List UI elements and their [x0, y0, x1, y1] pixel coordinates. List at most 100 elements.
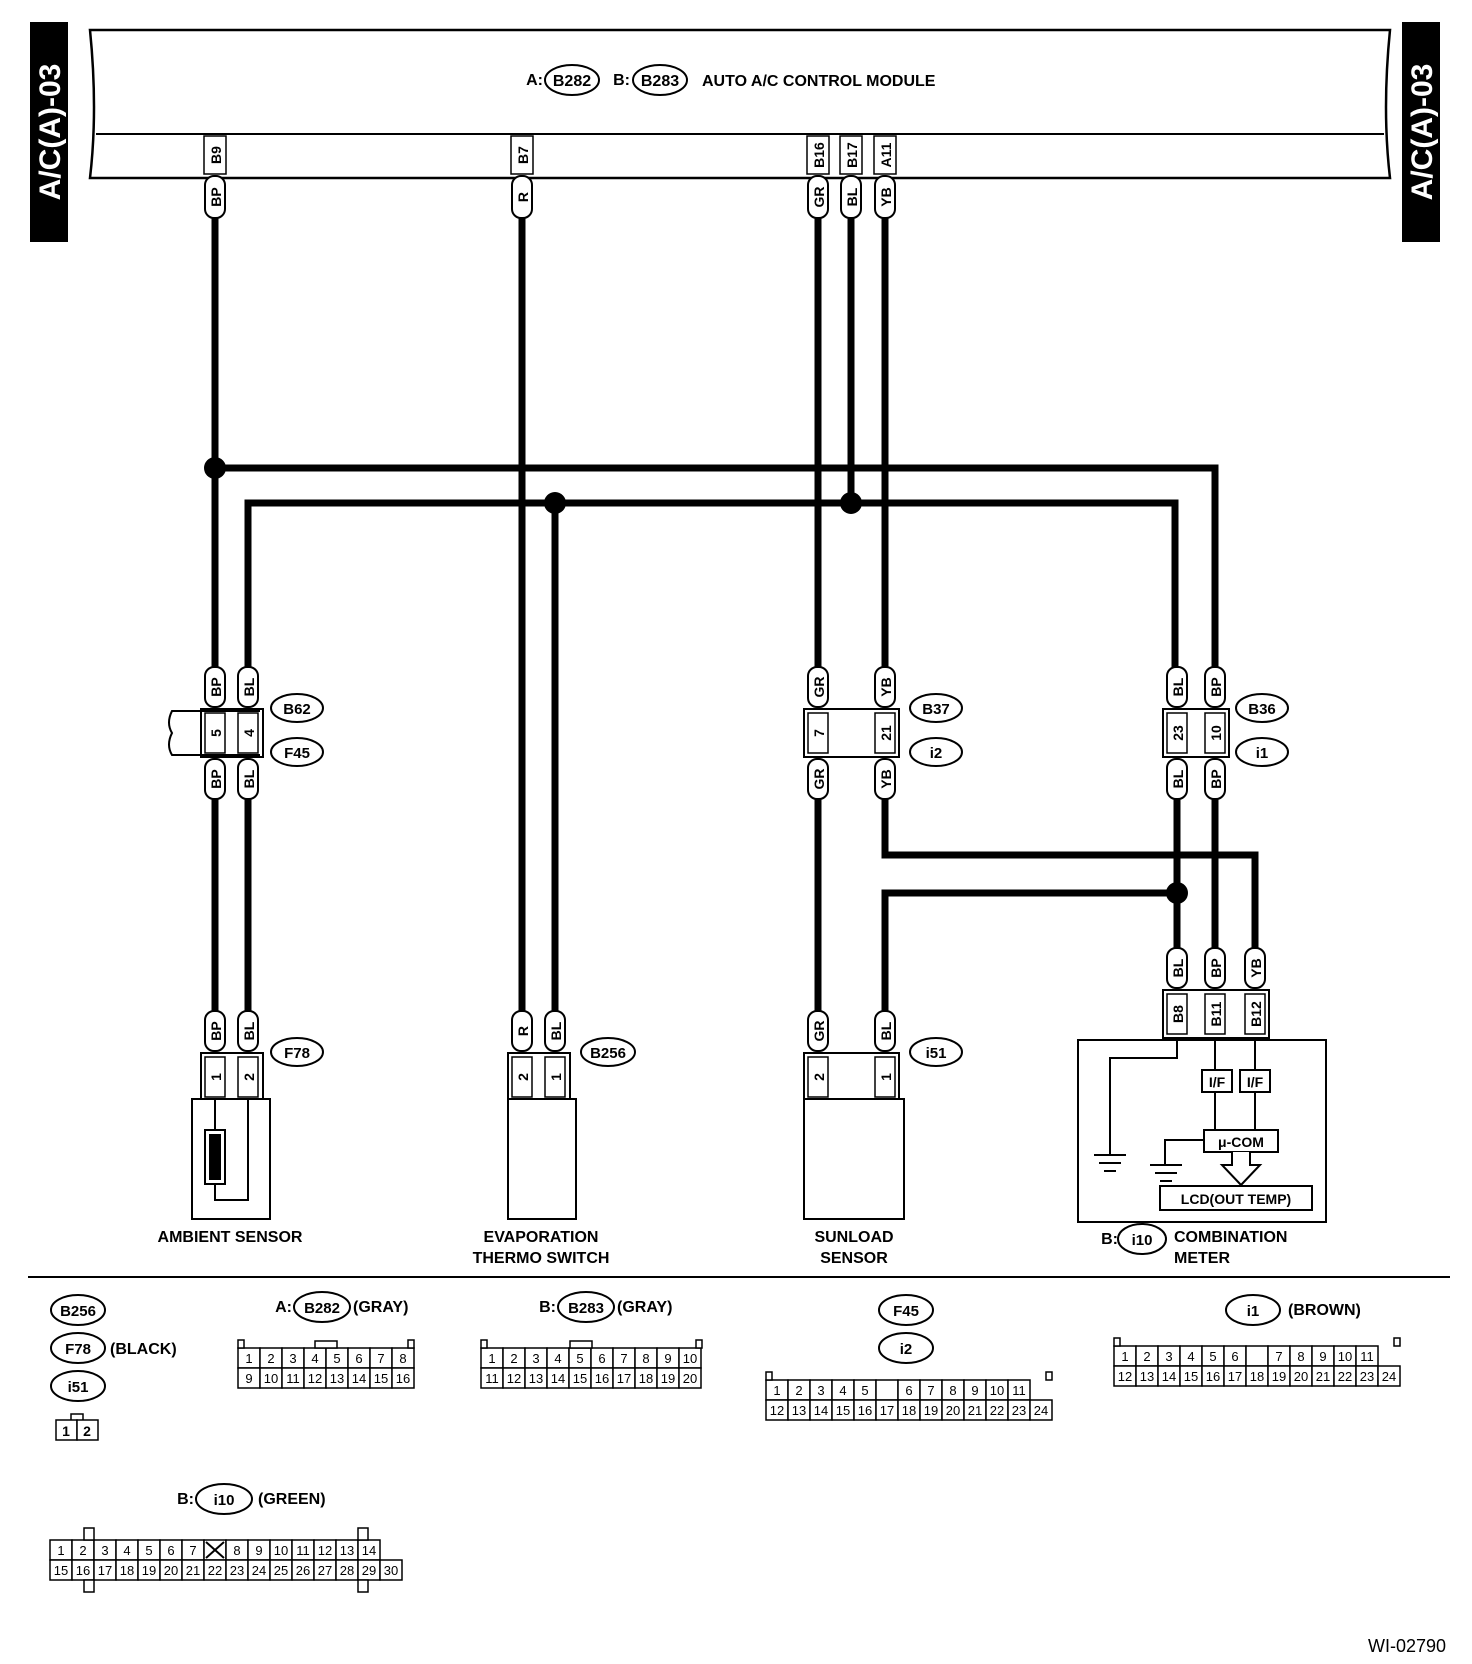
pin-label: 13 [340, 1543, 354, 1558]
pin-label: 19 [924, 1403, 938, 1418]
svg-text:THERMO SWITCH: THERMO SWITCH [473, 1250, 610, 1267]
svg-text:1: 1 [62, 1423, 70, 1439]
svg-text:2: 2 [241, 1073, 257, 1081]
pin-label: 4 [1187, 1349, 1194, 1364]
ground-icon [1150, 1164, 1182, 1182]
pin-label: 14 [362, 1543, 376, 1558]
svg-text:A/C(A)-03: A/C(A)-03 [34, 64, 67, 201]
svg-text:1: 1 [208, 1073, 224, 1081]
ground-icon [1094, 1154, 1126, 1172]
svg-text:1: 1 [548, 1073, 564, 1081]
svg-text:BL: BL [241, 1021, 257, 1040]
svg-text:B62: B62 [283, 701, 311, 718]
pin-label: 12 [1118, 1369, 1132, 1384]
pin-label: 18 [639, 1371, 653, 1386]
pin-label: 8 [233, 1543, 240, 1558]
svg-text:(BROWN): (BROWN) [1288, 1302, 1361, 1319]
pin-label: 16 [76, 1563, 90, 1578]
tag-b283 [632, 64, 688, 96]
svg-text:2: 2 [83, 1423, 91, 1439]
svg-text:B256: B256 [60, 1303, 96, 1320]
pin-label: 3 [289, 1351, 296, 1366]
svg-text:i1: i1 [1247, 1303, 1260, 1320]
pin-label: 5 [145, 1543, 152, 1558]
pin-label: 14 [352, 1371, 366, 1386]
pin-label: 16 [1206, 1369, 1220, 1384]
pin-label: 29 [362, 1563, 376, 1578]
svg-text:B7: B7 [515, 146, 531, 164]
svg-text:GR: GR [811, 1021, 827, 1042]
svg-text:B:: B: [539, 1299, 556, 1316]
pin-label: 5 [1209, 1349, 1216, 1364]
svg-text:GR: GR [811, 187, 827, 208]
pin-label: 1 [57, 1543, 64, 1558]
pin-label: 8 [642, 1351, 649, 1366]
svg-text:2: 2 [811, 1073, 827, 1081]
svg-text:(GRAY): (GRAY) [353, 1299, 408, 1316]
svg-text:GR: GR [811, 769, 827, 790]
connector-key [314, 1340, 338, 1349]
connector-key [407, 1339, 415, 1349]
svg-text:R: R [515, 192, 531, 202]
svg-text:5: 5 [208, 729, 224, 737]
pin-label: 25 [274, 1563, 288, 1578]
pin-label: 6 [355, 1351, 362, 1366]
pin-label: 22 [208, 1563, 222, 1578]
connector-key [1113, 1337, 1121, 1347]
svg-text:YB: YB [878, 677, 894, 696]
svg-text:METER: METER [1174, 1250, 1230, 1267]
pin-label: 23 [1360, 1369, 1374, 1384]
pin-label: 27 [318, 1563, 332, 1578]
pin-label: 20 [683, 1371, 697, 1386]
combination-meter: BL BP YB B8 B11 B12 I/F I/F μ-COM L [1077, 947, 1327, 1267]
pin-label: 7 [620, 1351, 627, 1366]
svg-text:B:: B: [1101, 1231, 1118, 1248]
svg-text:YB: YB [878, 187, 894, 206]
pin-label: 17 [880, 1403, 894, 1418]
pin-label: 14 [1162, 1369, 1176, 1384]
pin-label: 5 [861, 1383, 868, 1398]
svg-text:BP: BP [208, 1021, 224, 1040]
svg-text:F45: F45 [284, 745, 310, 762]
wiring [204, 210, 1259, 1016]
pin-label: 11 [286, 1371, 300, 1386]
pin-label: 14 [551, 1371, 565, 1386]
pin-label: 2 [795, 1383, 802, 1398]
svg-text:YB: YB [878, 769, 894, 788]
pin-label: 2 [1143, 1349, 1150, 1364]
pin-label: 15 [1184, 1369, 1198, 1384]
svg-text:I/F: I/F [1209, 1074, 1226, 1090]
pin-label: 12 [770, 1403, 784, 1418]
pin-label: 8 [1297, 1349, 1304, 1364]
svg-text:BL: BL [1170, 958, 1186, 977]
pin-label: 1 [245, 1351, 252, 1366]
svg-text:B282: B282 [553, 73, 591, 90]
pin-label: 4 [123, 1543, 130, 1558]
pin-cell [1029, 1399, 1053, 1421]
pin-label: 2 [267, 1351, 274, 1366]
pin-label: 13 [1140, 1369, 1154, 1384]
svg-text:BP: BP [208, 677, 224, 696]
pin-label: 21 [186, 1563, 200, 1578]
pin-label: 1 [773, 1383, 780, 1398]
pin-label: 16 [595, 1371, 609, 1386]
svg-text:YB: YB [1248, 958, 1264, 977]
pin-label: 3 [1165, 1349, 1172, 1364]
svg-text:7: 7 [811, 729, 827, 737]
svg-text:23: 23 [1170, 725, 1186, 741]
pin-label: 10 [274, 1543, 288, 1558]
connector-key [695, 1339, 703, 1349]
module-title: AUTO A/C CONTROL MODULE [702, 73, 936, 90]
svg-text:BL: BL [241, 769, 257, 788]
pin-label: 4 [554, 1351, 561, 1366]
module-prefix-b: B: [613, 72, 630, 89]
pin-label: 18 [902, 1403, 916, 1418]
svg-text:21: 21 [878, 725, 894, 741]
svg-text:B283: B283 [568, 1300, 604, 1317]
pin-label: 9 [1319, 1349, 1326, 1364]
pin-label: 15 [836, 1403, 850, 1418]
svg-text:A11: A11 [878, 142, 894, 167]
connector-key [357, 1527, 369, 1541]
